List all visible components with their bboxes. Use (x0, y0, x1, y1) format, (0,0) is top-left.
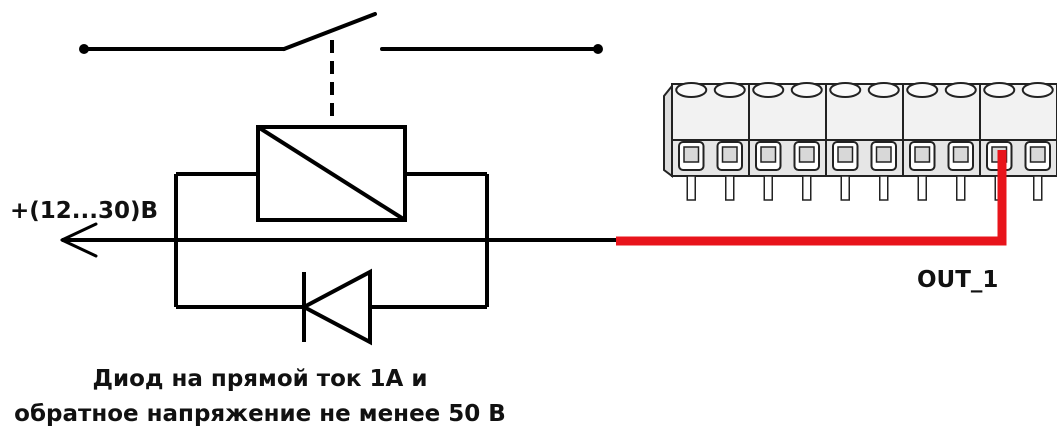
circuit-wires (62, 172, 616, 309)
terminal-pin (763, 175, 773, 201)
diode-spec-line-2: обратное напряжение не менее 50 В (14, 401, 506, 427)
contact-terminal-right (593, 44, 603, 54)
terminal-opening (721, 146, 738, 163)
terminal-pin (725, 175, 735, 201)
output-label: OUT_1 (917, 267, 999, 293)
terminal-opening (952, 146, 969, 163)
terminal-screw (829, 82, 862, 98)
terminal-pin (802, 175, 812, 201)
terminal-pin (917, 175, 927, 201)
terminal-opening (914, 146, 931, 163)
terminal-screw (944, 82, 977, 98)
supply-arrow-icon (60, 222, 98, 258)
terminal-opening (683, 146, 700, 163)
terminal-screw (752, 82, 785, 98)
terminal-screw (983, 82, 1016, 98)
terminal-pin (879, 175, 889, 201)
terminal-opening (798, 146, 815, 163)
diode-symbol (299, 268, 372, 346)
output-wire-highlight (616, 150, 1007, 246)
terminal-screw (906, 82, 939, 98)
terminal-screw (713, 82, 746, 98)
terminal-opening (837, 146, 854, 163)
terminal-end-cap (663, 83, 673, 178)
terminal-pin (1033, 175, 1043, 201)
supply-voltage-label: +(12...30)B (10, 198, 159, 224)
diode-spec-line-1: Диод на прямой ток 1А и (92, 366, 428, 392)
terminal-pin (840, 175, 850, 201)
contact-terminal-left (79, 44, 89, 54)
relay-coil (256, 125, 407, 222)
terminal-opening (760, 146, 777, 163)
terminal-screw (1021, 82, 1054, 98)
terminal-screw (675, 82, 708, 98)
terminal-pin (956, 175, 966, 201)
terminal-screw (790, 82, 823, 98)
terminal-opening (875, 146, 892, 163)
terminal-screw (867, 82, 900, 98)
terminal-opening (1029, 146, 1046, 163)
relay-contact-switch (82, 12, 600, 51)
terminal-pin (686, 175, 696, 201)
